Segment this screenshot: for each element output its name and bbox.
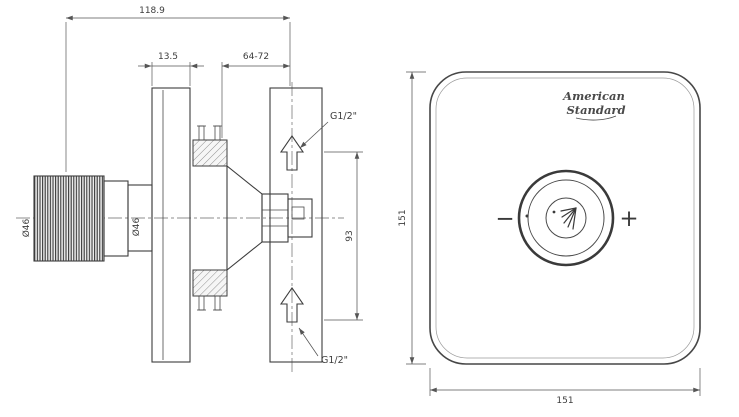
dim-plate-width-label: 151 [556, 396, 573, 406]
dimension-mounting-depth: 64-72 [221, 52, 290, 138]
flow-arrow-top [279, 135, 305, 171]
dimension-plate-thickness: 13.5 [138, 52, 204, 86]
control-dial [517, 169, 615, 267]
dim-plate-height-label: 151 [398, 209, 408, 226]
wall-plate [151, 87, 191, 363]
knurled-grip [33, 175, 105, 262]
dim-mounting-depth-label: 64-72 [243, 52, 269, 62]
dimension-overall-width: 118.9 [65, 6, 291, 172]
dia-neck-label: Ø46 [131, 217, 142, 236]
handle-knob [33, 175, 153, 262]
front-view: American Standard − + [398, 71, 701, 406]
knob-base [127, 184, 153, 252]
dial-dot [552, 210, 556, 214]
dim-overall-width-label: 118.9 [139, 6, 165, 16]
dimension-plate-height: 151 [398, 71, 426, 365]
mounting-bracket-bottom [192, 269, 228, 311]
dim-plate-thickness-label: 13.5 [158, 52, 178, 62]
valve-body [226, 164, 313, 272]
brand-line2: Standard [566, 103, 625, 117]
dimension-plate-width: 151 [429, 368, 701, 406]
brand-line1: American [562, 89, 625, 103]
temperature-markings: − + [495, 206, 638, 232]
brand-underline [575, 115, 617, 121]
minus-label: − [495, 206, 514, 232]
dia-handle-label: Ø46 [21, 218, 32, 237]
port-top-label: G1/2" [330, 111, 357, 122]
dial-inner-ring [545, 197, 587, 239]
side-view: 118.9 13.5 64-72 93 Ø46 Ø46 [16, 6, 363, 372]
supply-pipe [269, 87, 323, 363]
dim-port-spacing-label: 93 [345, 230, 355, 241]
port-label-bottom: G1/2" [298, 327, 348, 366]
flow-arrow-bottom [279, 287, 305, 323]
indicator-dot [525, 214, 529, 218]
port-bottom-label: G1/2" [321, 355, 348, 366]
dial-mid-ring [527, 179, 605, 257]
plus-label: + [619, 206, 638, 232]
diameter-labels: Ø46 Ø46 [21, 217, 142, 237]
cartridge-outlet [287, 198, 313, 238]
spray-icon [560, 207, 577, 230]
dial-outer-ring [517, 169, 615, 267]
dimension-port-spacing: 93 [324, 151, 363, 321]
mounting-bracket-top [192, 125, 228, 167]
port-label-top: G1/2" [299, 111, 357, 149]
brand-logo: American Standard [562, 89, 626, 121]
knob-neck [103, 180, 129, 257]
